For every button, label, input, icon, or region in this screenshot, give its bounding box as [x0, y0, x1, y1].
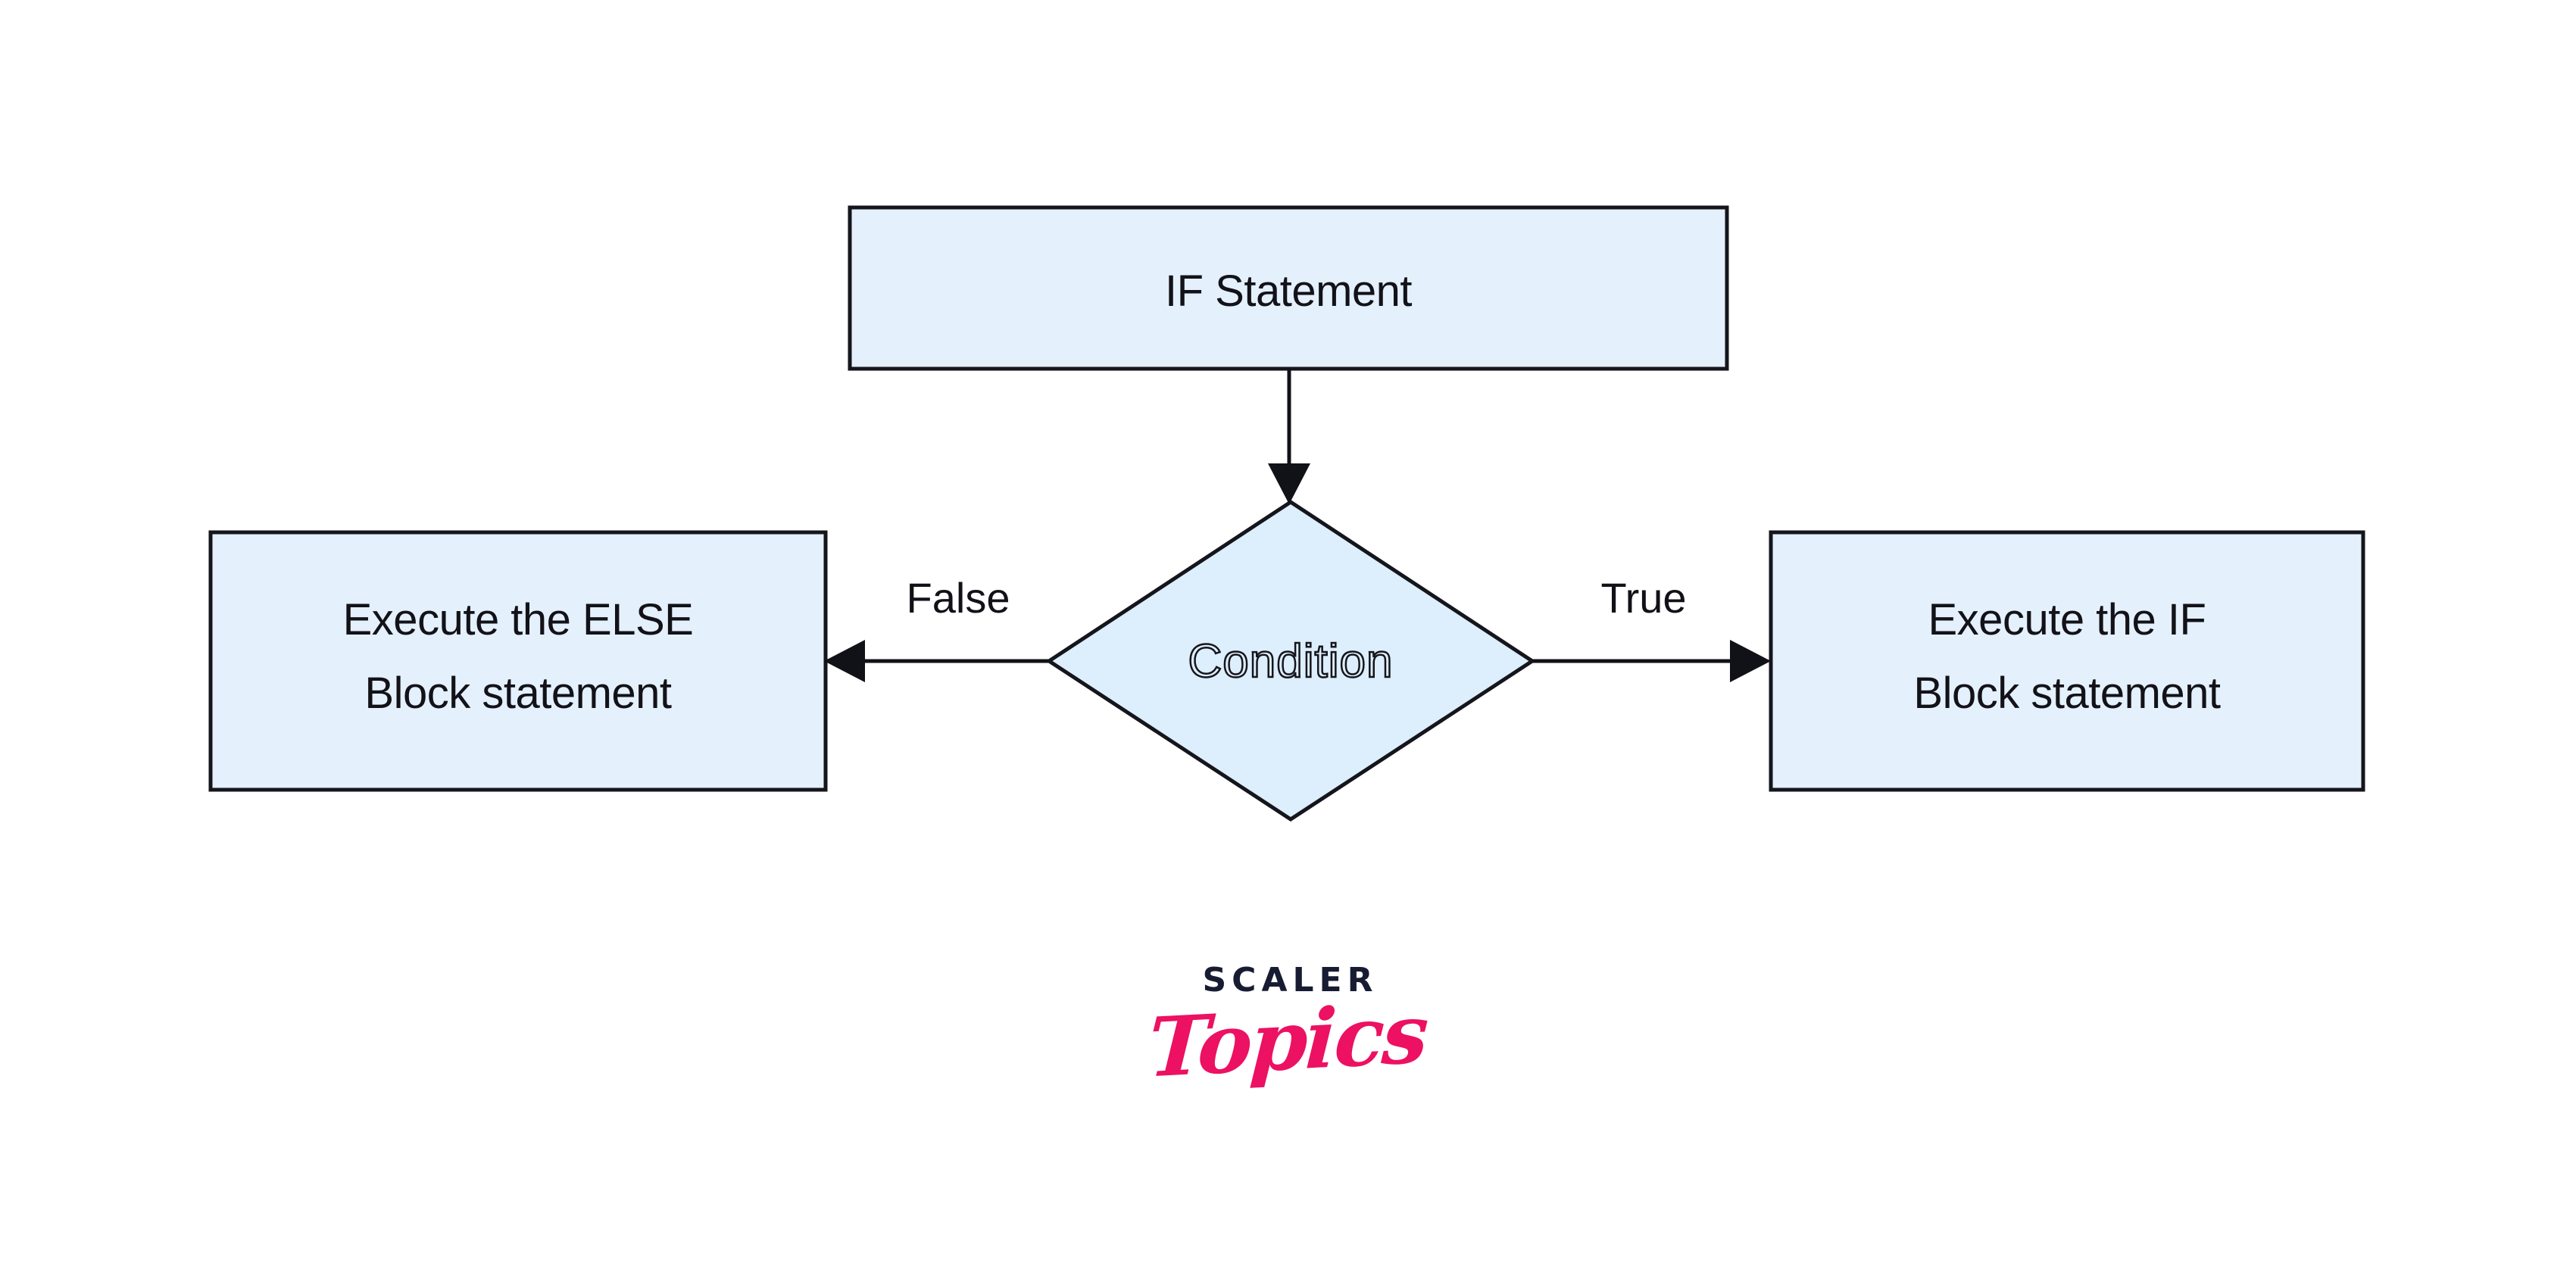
node-condition-shape: [1045, 500, 1536, 822]
arrowhead-down-icon: [1268, 463, 1310, 504]
edge-label-true: True: [1600, 574, 1687, 622]
node-if-statement-label: IF Statement: [1164, 267, 1413, 316]
logo-wordmark-scaler: SCALER: [1202, 961, 1379, 1000]
node-if-block-label: Execute the IF Block statement: [1913, 595, 2221, 718]
node-condition-label: Condition: [1187, 635, 1394, 689]
scaler-topics-logo: SCALER Topics: [1098, 961, 1477, 1096]
node-else-block-shape: [208, 530, 828, 792]
logo-topics-wrapper: Topics: [1098, 987, 1477, 1096]
logo-wordmark-topics: Topics: [1146, 986, 1429, 1096]
node-else-block-label: Execute the ELSE Block statement: [342, 595, 694, 718]
arrowhead-right-icon: [1730, 640, 1771, 682]
node-if-statement-shape: [848, 205, 1729, 371]
arrowhead-left-icon: [824, 640, 865, 682]
edge-label-false: False: [906, 574, 1010, 622]
